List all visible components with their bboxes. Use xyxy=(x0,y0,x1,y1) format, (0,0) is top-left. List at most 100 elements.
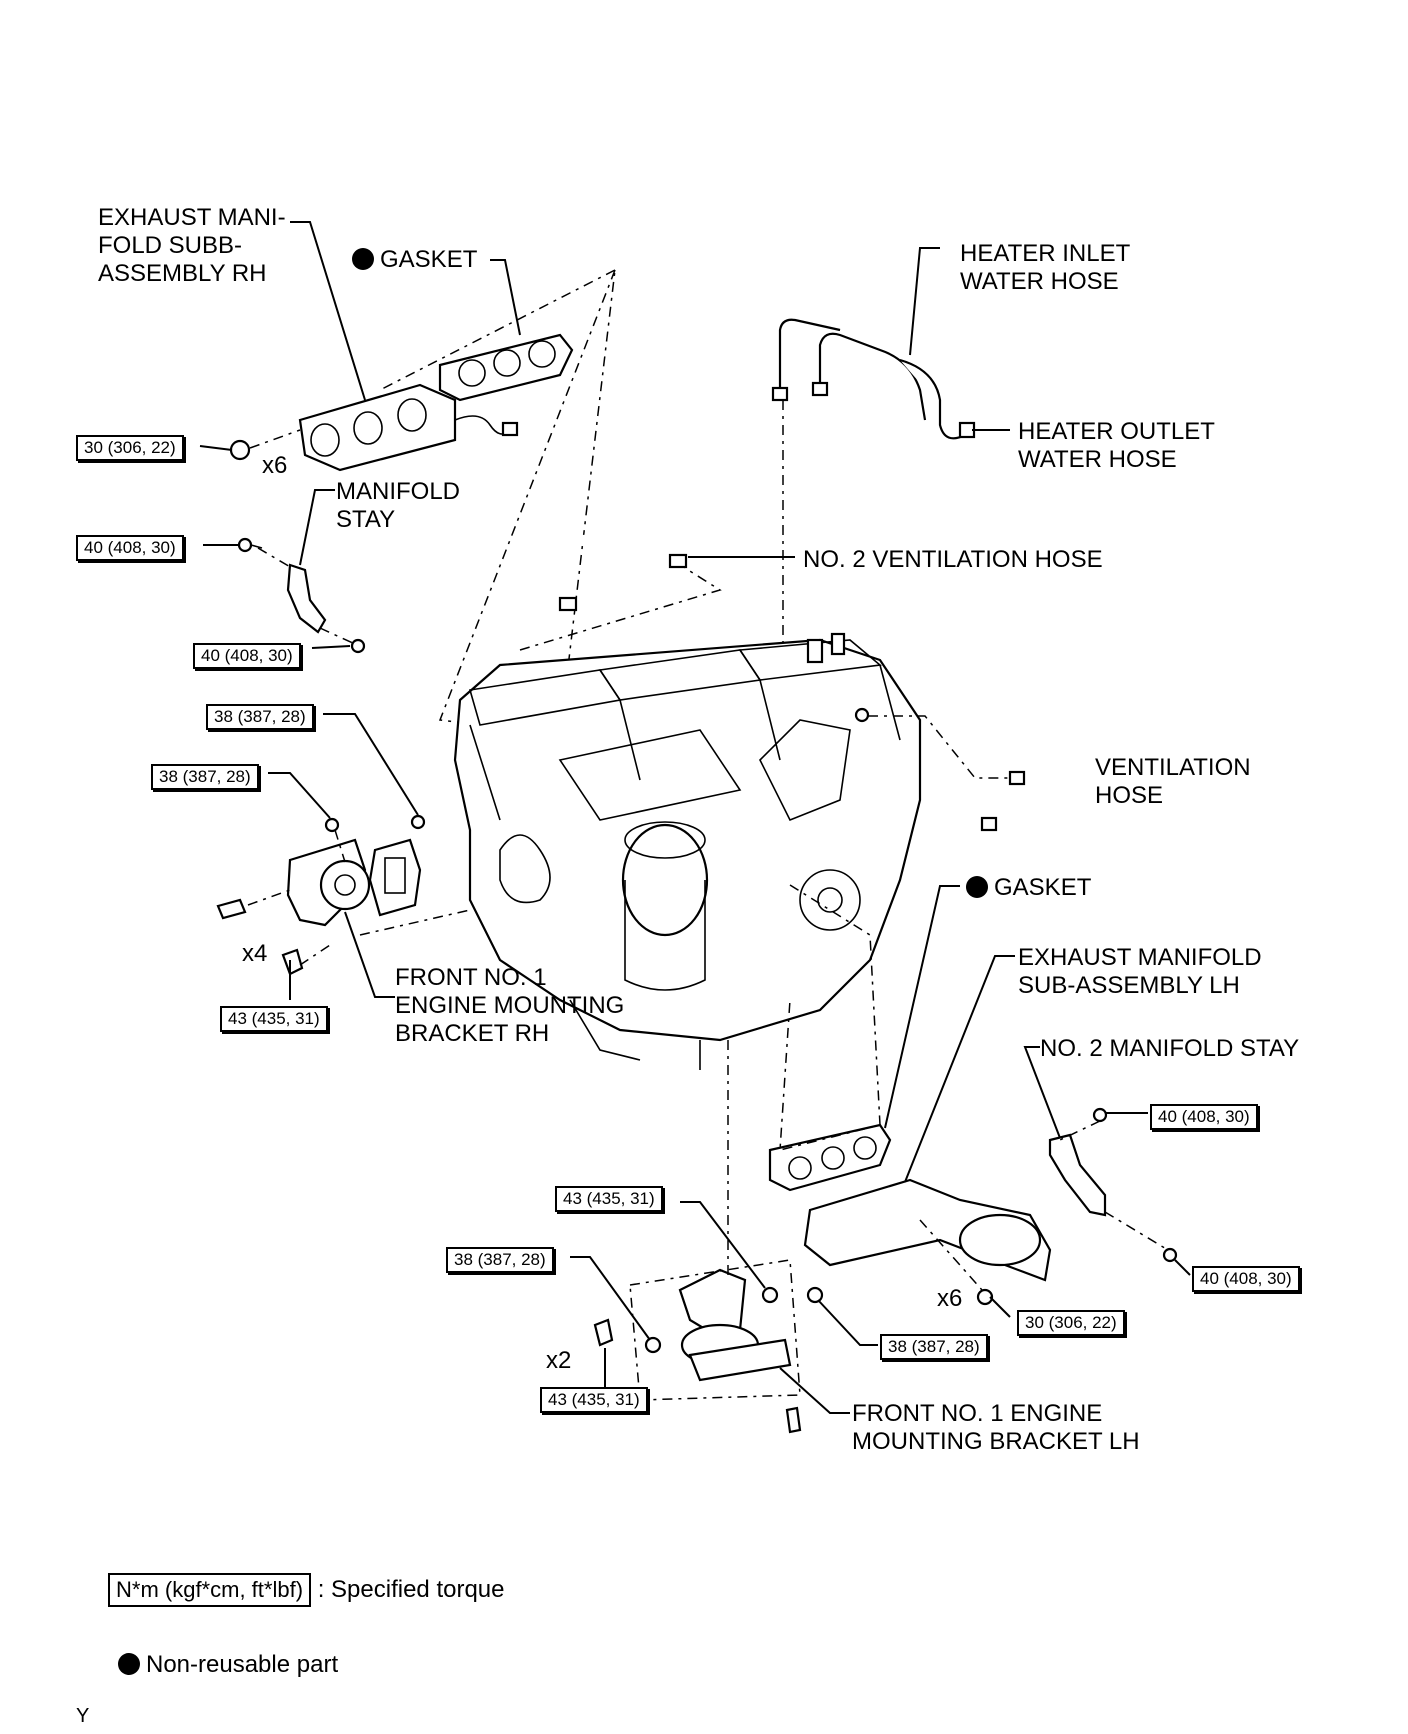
label-line: FRONT NO. 1 ENGINE xyxy=(852,1400,1103,1427)
bracket-rh-dash-b xyxy=(299,944,331,966)
label-line: HOSE xyxy=(1095,782,1164,809)
quantity-x2: x2 xyxy=(546,1347,572,1374)
corner-mark: Y xyxy=(76,1705,90,1727)
bracket-rh-dash-d xyxy=(359,909,471,936)
manifold-stay-rh-part xyxy=(237,537,366,654)
label-line: EXHAUST MANI- xyxy=(98,204,286,231)
torque-spec-box: 43 (435, 31) xyxy=(555,1186,663,1212)
leader-no2-manifold-stay xyxy=(1023,1046,1061,1139)
label-line: WATER HOSE xyxy=(1018,446,1177,473)
non-reusable-dot-icon xyxy=(352,248,374,270)
engine-block-part xyxy=(453,632,922,1070)
label-ventilation-hose: VENTILATION HOSE xyxy=(1095,754,1251,810)
gasket-lh-dash xyxy=(779,884,881,1151)
gasket-lh-part xyxy=(768,1123,892,1192)
torque-spec-box: 40 (408, 30) xyxy=(193,643,301,669)
label-exhaust-manifold-lh: EXHAUST MANIFOLD SUB-ASSEMBLY LH xyxy=(1018,944,1262,1000)
torque-spec-box: 38 (387, 28) xyxy=(206,704,314,730)
torque-spec-box: 43 (435, 31) xyxy=(220,1006,328,1032)
bracket-rh-dash-c xyxy=(334,829,346,863)
torque-spec-box: 38 (387, 28) xyxy=(880,1334,988,1360)
leader-t38-c xyxy=(570,1256,651,1341)
label-line: HEATER INLET xyxy=(960,240,1131,267)
ventilation-hose-part xyxy=(980,770,1055,844)
exhaust-manifold-lh-part xyxy=(803,1178,1052,1306)
label-heater-outlet: HEATER OUTLET WATER HOSE xyxy=(1018,418,1215,474)
label-line: EXHAUST MANIFOLD xyxy=(1018,944,1262,971)
label-no2-ventilation-hose: NO. 2 VENTILATION HOSE xyxy=(803,546,1103,573)
bracket-rh-dash-a xyxy=(247,889,291,906)
bracket-lh-dash-outline xyxy=(629,1259,801,1401)
non-reusable-dot-icon xyxy=(966,876,988,898)
no2-vent-dash xyxy=(519,567,722,651)
label-line: ENGINE MOUNTING xyxy=(395,992,625,1019)
torque-spec-box: 30 (306, 22) xyxy=(76,435,184,461)
label-front-bracket-rh: FRONT NO. 1 ENGINE MOUNTING BRACKET RH xyxy=(395,964,624,1048)
quantity-x6-lh: x6 xyxy=(937,1285,963,1312)
front-bracket-rh-part xyxy=(216,814,426,976)
legend-torque: N*m (kgf*cm, ft*lbf) : Specified torque xyxy=(108,1573,505,1607)
label-line: BRACKET RH xyxy=(395,1020,550,1047)
leader-t40-b xyxy=(311,645,351,649)
leader-manifold-stay xyxy=(299,489,335,566)
rh-manifold-dash-line xyxy=(379,269,616,391)
torque-spec-box: 40 (408, 30) xyxy=(1192,1266,1300,1292)
no2-stay-dash-a xyxy=(1059,1120,1101,1141)
quantity-x4: x4 xyxy=(242,940,268,967)
leader-t43-b xyxy=(680,1201,766,1289)
torque-spec-box: 38 (387, 28) xyxy=(151,764,259,790)
legend-torque-text: : Specified torque xyxy=(317,1576,505,1603)
label-line: STAY xyxy=(336,506,396,533)
torque-spec-box: 43 (435, 31) xyxy=(540,1387,648,1413)
gasket-rh-part xyxy=(438,333,574,402)
no2-ventilation-hose-part xyxy=(536,531,688,612)
leader-heater-inlet xyxy=(909,247,940,356)
label-line: VENTILATION xyxy=(1095,754,1251,781)
no2-stay-dash-b xyxy=(1104,1211,1169,1251)
label-line: MANIFOLD xyxy=(336,478,461,505)
leader-t30-a xyxy=(199,445,233,451)
exhaust-manifold-rh-part xyxy=(298,383,519,472)
no2-manifold-stay-part xyxy=(1048,1107,1178,1263)
leader-t30-b xyxy=(989,1296,1011,1318)
label-line: HEATER OUTLET xyxy=(1018,418,1215,445)
quantity-x6-rh: x6 xyxy=(262,452,288,479)
leader-t38-b xyxy=(268,772,331,819)
leader-gasket-rh xyxy=(490,259,521,336)
torque-spec-box: 40 (408, 30) xyxy=(1150,1104,1258,1130)
legend-torque-box: N*m (kgf*cm, ft*lbf) xyxy=(108,1573,312,1607)
label-line: SUB-ASSEMBLY LH xyxy=(1018,972,1240,999)
exhaust-lh-dash xyxy=(919,1219,983,1291)
legend-nonreusable: Non-reusable part xyxy=(118,1651,338,1679)
leader-exhaust-lh xyxy=(904,955,1015,1183)
label-line: FOLD SUBB- xyxy=(98,232,243,259)
heater-hoses-part xyxy=(771,318,976,440)
non-reusable-dot-icon xyxy=(118,1653,140,1675)
label-line: WATER HOSE xyxy=(960,268,1119,295)
label-text: GASKET xyxy=(380,246,478,273)
label-line: FRONT NO. 1 xyxy=(395,964,547,991)
label-text: GASKET xyxy=(994,874,1092,901)
legend-nonreusable-text: Non-reusable part xyxy=(146,1651,339,1678)
label-front-bracket-lh: FRONT NO. 1 ENGINE MOUNTING BRACKET LH xyxy=(852,1400,1140,1456)
label-heater-inlet: HEATER INLET WATER HOSE xyxy=(960,240,1130,296)
torque-spec-box: 30 (306, 22) xyxy=(1017,1310,1125,1336)
leader-bracket-lh xyxy=(779,1367,850,1414)
torque-spec-box: 38 (387, 28) xyxy=(446,1247,554,1273)
leader-t38-d xyxy=(817,1299,878,1346)
front-bracket-lh-part xyxy=(593,1268,824,1434)
label-gasket-lh: GASKET xyxy=(966,874,1091,902)
torque-spec-box: 40 (408, 30) xyxy=(76,535,184,561)
label-line: ASSEMBLY RH xyxy=(98,260,267,287)
leader-exhaust-rh xyxy=(290,221,366,401)
label-line: MOUNTING BRACKET LH xyxy=(852,1428,1140,1455)
label-gasket-rh: GASKET xyxy=(352,246,477,274)
leader-bracket-rh xyxy=(344,911,395,998)
label-exhaust-manifold-rh: EXHAUST MANI- FOLD SUBB- ASSEMBLY RH xyxy=(98,204,286,288)
leader-gasket-lh xyxy=(884,885,960,1129)
label-no2-manifold-stay: NO. 2 MANIFOLD STAY xyxy=(1040,1035,1300,1062)
leader-t38-a xyxy=(323,713,419,816)
vent-dash xyxy=(868,715,1012,779)
